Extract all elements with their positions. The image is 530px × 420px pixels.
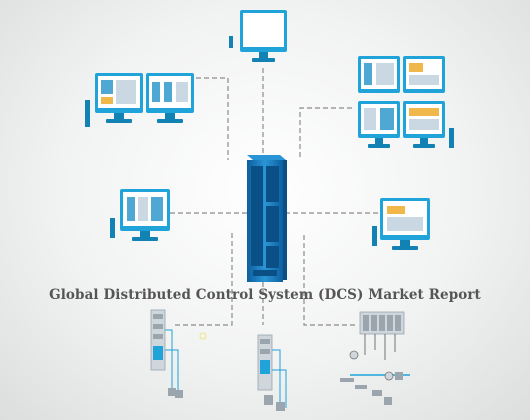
link-bottom-right: [303, 232, 355, 326]
report-title: Global Distributed Control System (DCS) …: [49, 287, 481, 303]
server-rack-icon: [247, 155, 287, 282]
dual-monitor-icon: [85, 73, 194, 127]
link-bottom-left: [175, 232, 233, 326]
plc-controller-icon: [150, 309, 183, 398]
monitor-icon: [229, 10, 287, 62]
quad-monitor-icon: [358, 56, 454, 148]
plc-controller-icon: [199, 332, 287, 411]
connection-lines: [170, 68, 378, 326]
monitor-icon: [110, 189, 170, 241]
link-top-right-station: [299, 107, 352, 160]
monitor-icon: [372, 198, 430, 250]
link-top-left-station: [196, 77, 229, 160]
field-devices-icon: [340, 311, 410, 405]
